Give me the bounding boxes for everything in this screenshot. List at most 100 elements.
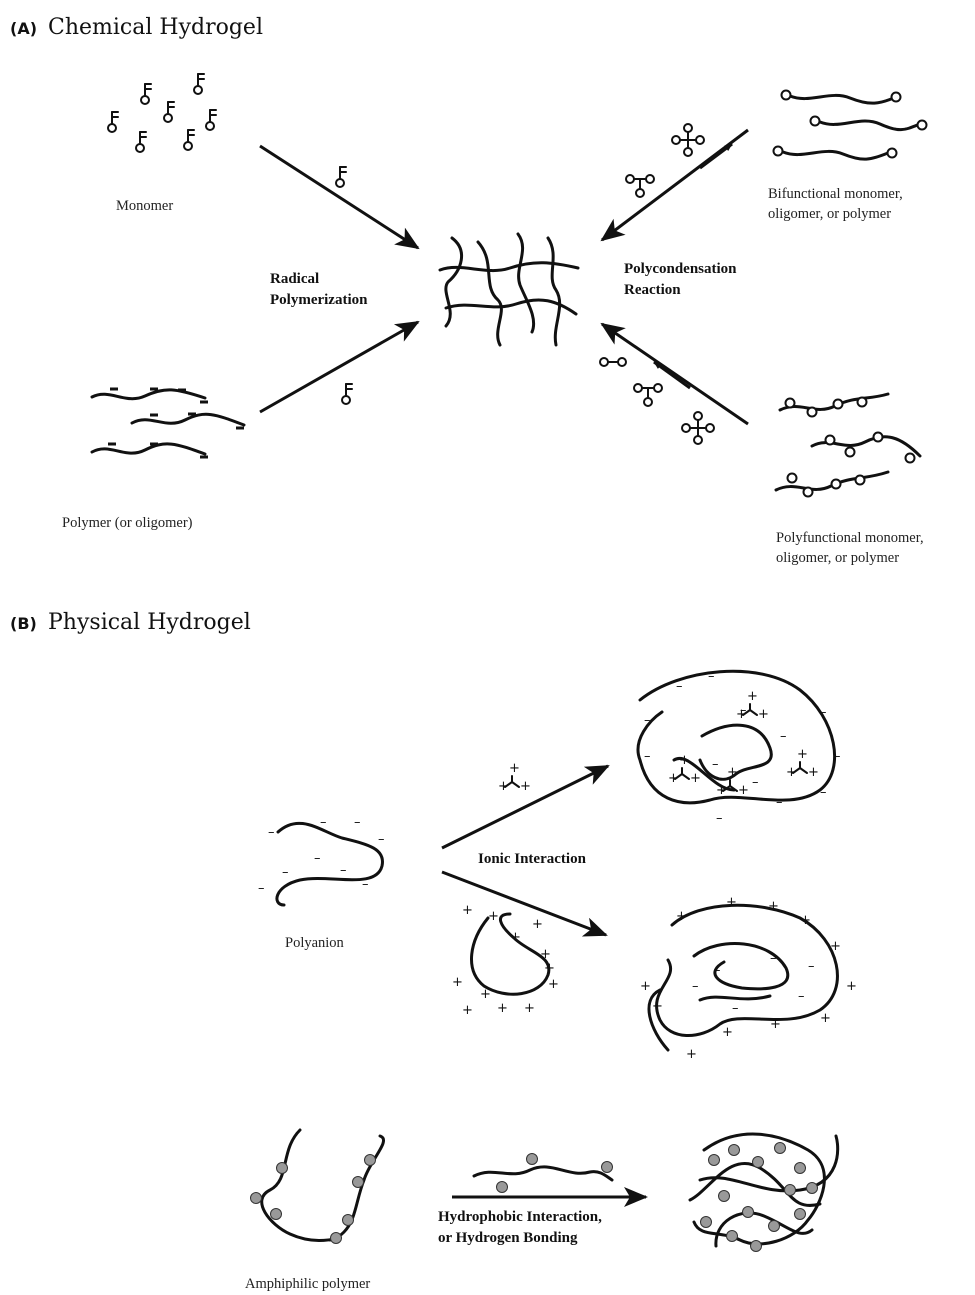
svg-text:–: – xyxy=(644,749,651,764)
svg-text:+: + xyxy=(510,930,521,945)
bifunctional-label-1: Bifunctional monomer, xyxy=(768,186,903,202)
svg-text:–: – xyxy=(820,705,827,720)
svg-text:+: + xyxy=(544,961,555,976)
bifunctional-monomer-icon xyxy=(599,357,627,367)
polycond-label-2: Reaction xyxy=(624,282,681,298)
svg-text:+: + xyxy=(820,1011,831,1026)
svg-text:–: – xyxy=(820,785,827,800)
svg-text:+: + xyxy=(532,917,543,932)
polyanion-label: Polyanion xyxy=(285,935,345,951)
section-a-title: Chemical Hydrogel xyxy=(48,15,263,40)
svg-text:+: + xyxy=(726,895,737,910)
svg-text:–: – xyxy=(282,865,289,880)
monomer-arrow xyxy=(259,144,420,250)
svg-text:+: + xyxy=(846,979,857,994)
svg-text:–: – xyxy=(362,877,369,892)
svg-text:+: + xyxy=(686,1047,697,1062)
crosslinked-network xyxy=(438,232,580,347)
section-b-title: Physical Hydrogel xyxy=(48,610,251,635)
svg-text:+: + xyxy=(548,977,559,992)
svg-text:–: – xyxy=(754,991,761,1006)
svg-text:–: – xyxy=(732,1001,739,1016)
svg-text:–: – xyxy=(340,863,347,878)
svg-text:–: – xyxy=(834,749,841,764)
svg-text:–: – xyxy=(776,795,783,810)
svg-text:–: – xyxy=(320,815,327,830)
radical-label-2: Polymerization xyxy=(270,292,368,308)
svg-text:–: – xyxy=(378,832,385,847)
svg-text:–: – xyxy=(752,775,759,790)
svg-text:+: + xyxy=(462,1003,473,1018)
crosslinker-icon xyxy=(341,383,353,405)
ionic-gel-top: –––– –––– –––– –––– xyxy=(636,665,841,826)
svg-text:+: + xyxy=(497,1001,508,1016)
monomer-cluster xyxy=(107,73,217,153)
amphiphilic-label: Amphiphilic polymer xyxy=(245,1276,370,1292)
ionic-arrow-top xyxy=(441,764,610,850)
svg-text:+: + xyxy=(488,909,499,924)
svg-text:–: – xyxy=(676,679,683,694)
monomer-label: Monomer xyxy=(116,198,173,214)
svg-text:+: + xyxy=(652,999,663,1014)
polycond-label-1: Polycondensation xyxy=(624,261,737,277)
svg-text:–: – xyxy=(708,669,715,684)
svg-text:–: – xyxy=(314,851,321,866)
svg-text:–: – xyxy=(770,951,777,966)
svg-text:–: – xyxy=(798,989,805,1004)
svg-text:–: – xyxy=(752,665,759,680)
svg-text:–: – xyxy=(678,795,685,810)
svg-text:–: – xyxy=(644,713,651,728)
svg-text:–: – xyxy=(714,963,721,978)
ionic-label: Ionic Interaction xyxy=(478,851,587,867)
bifunctional-label-2: oligomer, or polymer xyxy=(768,206,891,222)
svg-text:+: + xyxy=(640,979,651,994)
polyfunctional-chains xyxy=(774,392,922,498)
multivalent-cation-icon xyxy=(497,760,532,795)
polymer-label: Polymer (or oligomer) xyxy=(62,515,193,531)
svg-text:–: – xyxy=(808,959,815,974)
svg-text:+: + xyxy=(768,899,779,914)
radical-label-1: Radical xyxy=(270,271,319,287)
svg-text:+: + xyxy=(480,987,491,1002)
svg-text:+: + xyxy=(830,939,841,954)
polyfunctional-label-2: oligomer, or polymer xyxy=(776,550,899,566)
bifunctional-chains xyxy=(772,89,928,161)
svg-text:+: + xyxy=(722,1025,733,1040)
polymer-arrow xyxy=(259,320,420,414)
amphiphilic-chains xyxy=(250,1128,385,1244)
hydrophobic-gel xyxy=(688,1132,840,1252)
svg-text:–: – xyxy=(712,757,719,772)
crosslinker-icon xyxy=(335,166,347,188)
crossbar-monomer-icon xyxy=(671,123,705,157)
polyfunctional-arrow xyxy=(600,322,749,426)
crossbar-monomer-icon xyxy=(681,411,715,445)
hydrophobic-label-1: Hydrophobic Interaction, xyxy=(438,1209,602,1225)
section-b-prefix: (B) xyxy=(10,614,37,633)
svg-text:+: + xyxy=(770,1017,781,1032)
polymer-chains xyxy=(90,387,246,459)
polyfunctional-label-1: Polyfunctional monomer, xyxy=(776,530,924,546)
ionic-arrow-bottom xyxy=(441,870,608,937)
section-a-prefix: (A) xyxy=(10,19,37,38)
svg-text:+: + xyxy=(524,1001,535,1016)
svg-text:–: – xyxy=(716,811,723,826)
svg-text:–: – xyxy=(780,729,787,744)
svg-text:+: + xyxy=(676,909,687,924)
trifunctional-monomer-icon xyxy=(625,174,655,198)
svg-text:–: – xyxy=(268,825,275,840)
polycation-chain: ++++ ++++ ++++ xyxy=(452,903,559,1018)
polyanion-chain: –––– ––––– xyxy=(258,815,385,907)
svg-text:–: – xyxy=(740,937,747,952)
svg-text:–: – xyxy=(354,815,361,830)
svg-text:+: + xyxy=(462,903,473,918)
svg-text:–: – xyxy=(788,677,795,692)
hydrophobic-label-2: or Hydrogen Bonding xyxy=(438,1230,578,1246)
trifunctional-monomer-icon xyxy=(633,383,663,407)
ionic-gel-bottom: ++++ ++++ ++++ –––– –––– xyxy=(640,895,857,1062)
svg-text:+: + xyxy=(540,947,551,962)
svg-text:+: + xyxy=(452,975,463,990)
bifunctional-arrow xyxy=(600,128,749,242)
svg-text:–: – xyxy=(258,881,265,896)
svg-text:–: – xyxy=(692,979,699,994)
